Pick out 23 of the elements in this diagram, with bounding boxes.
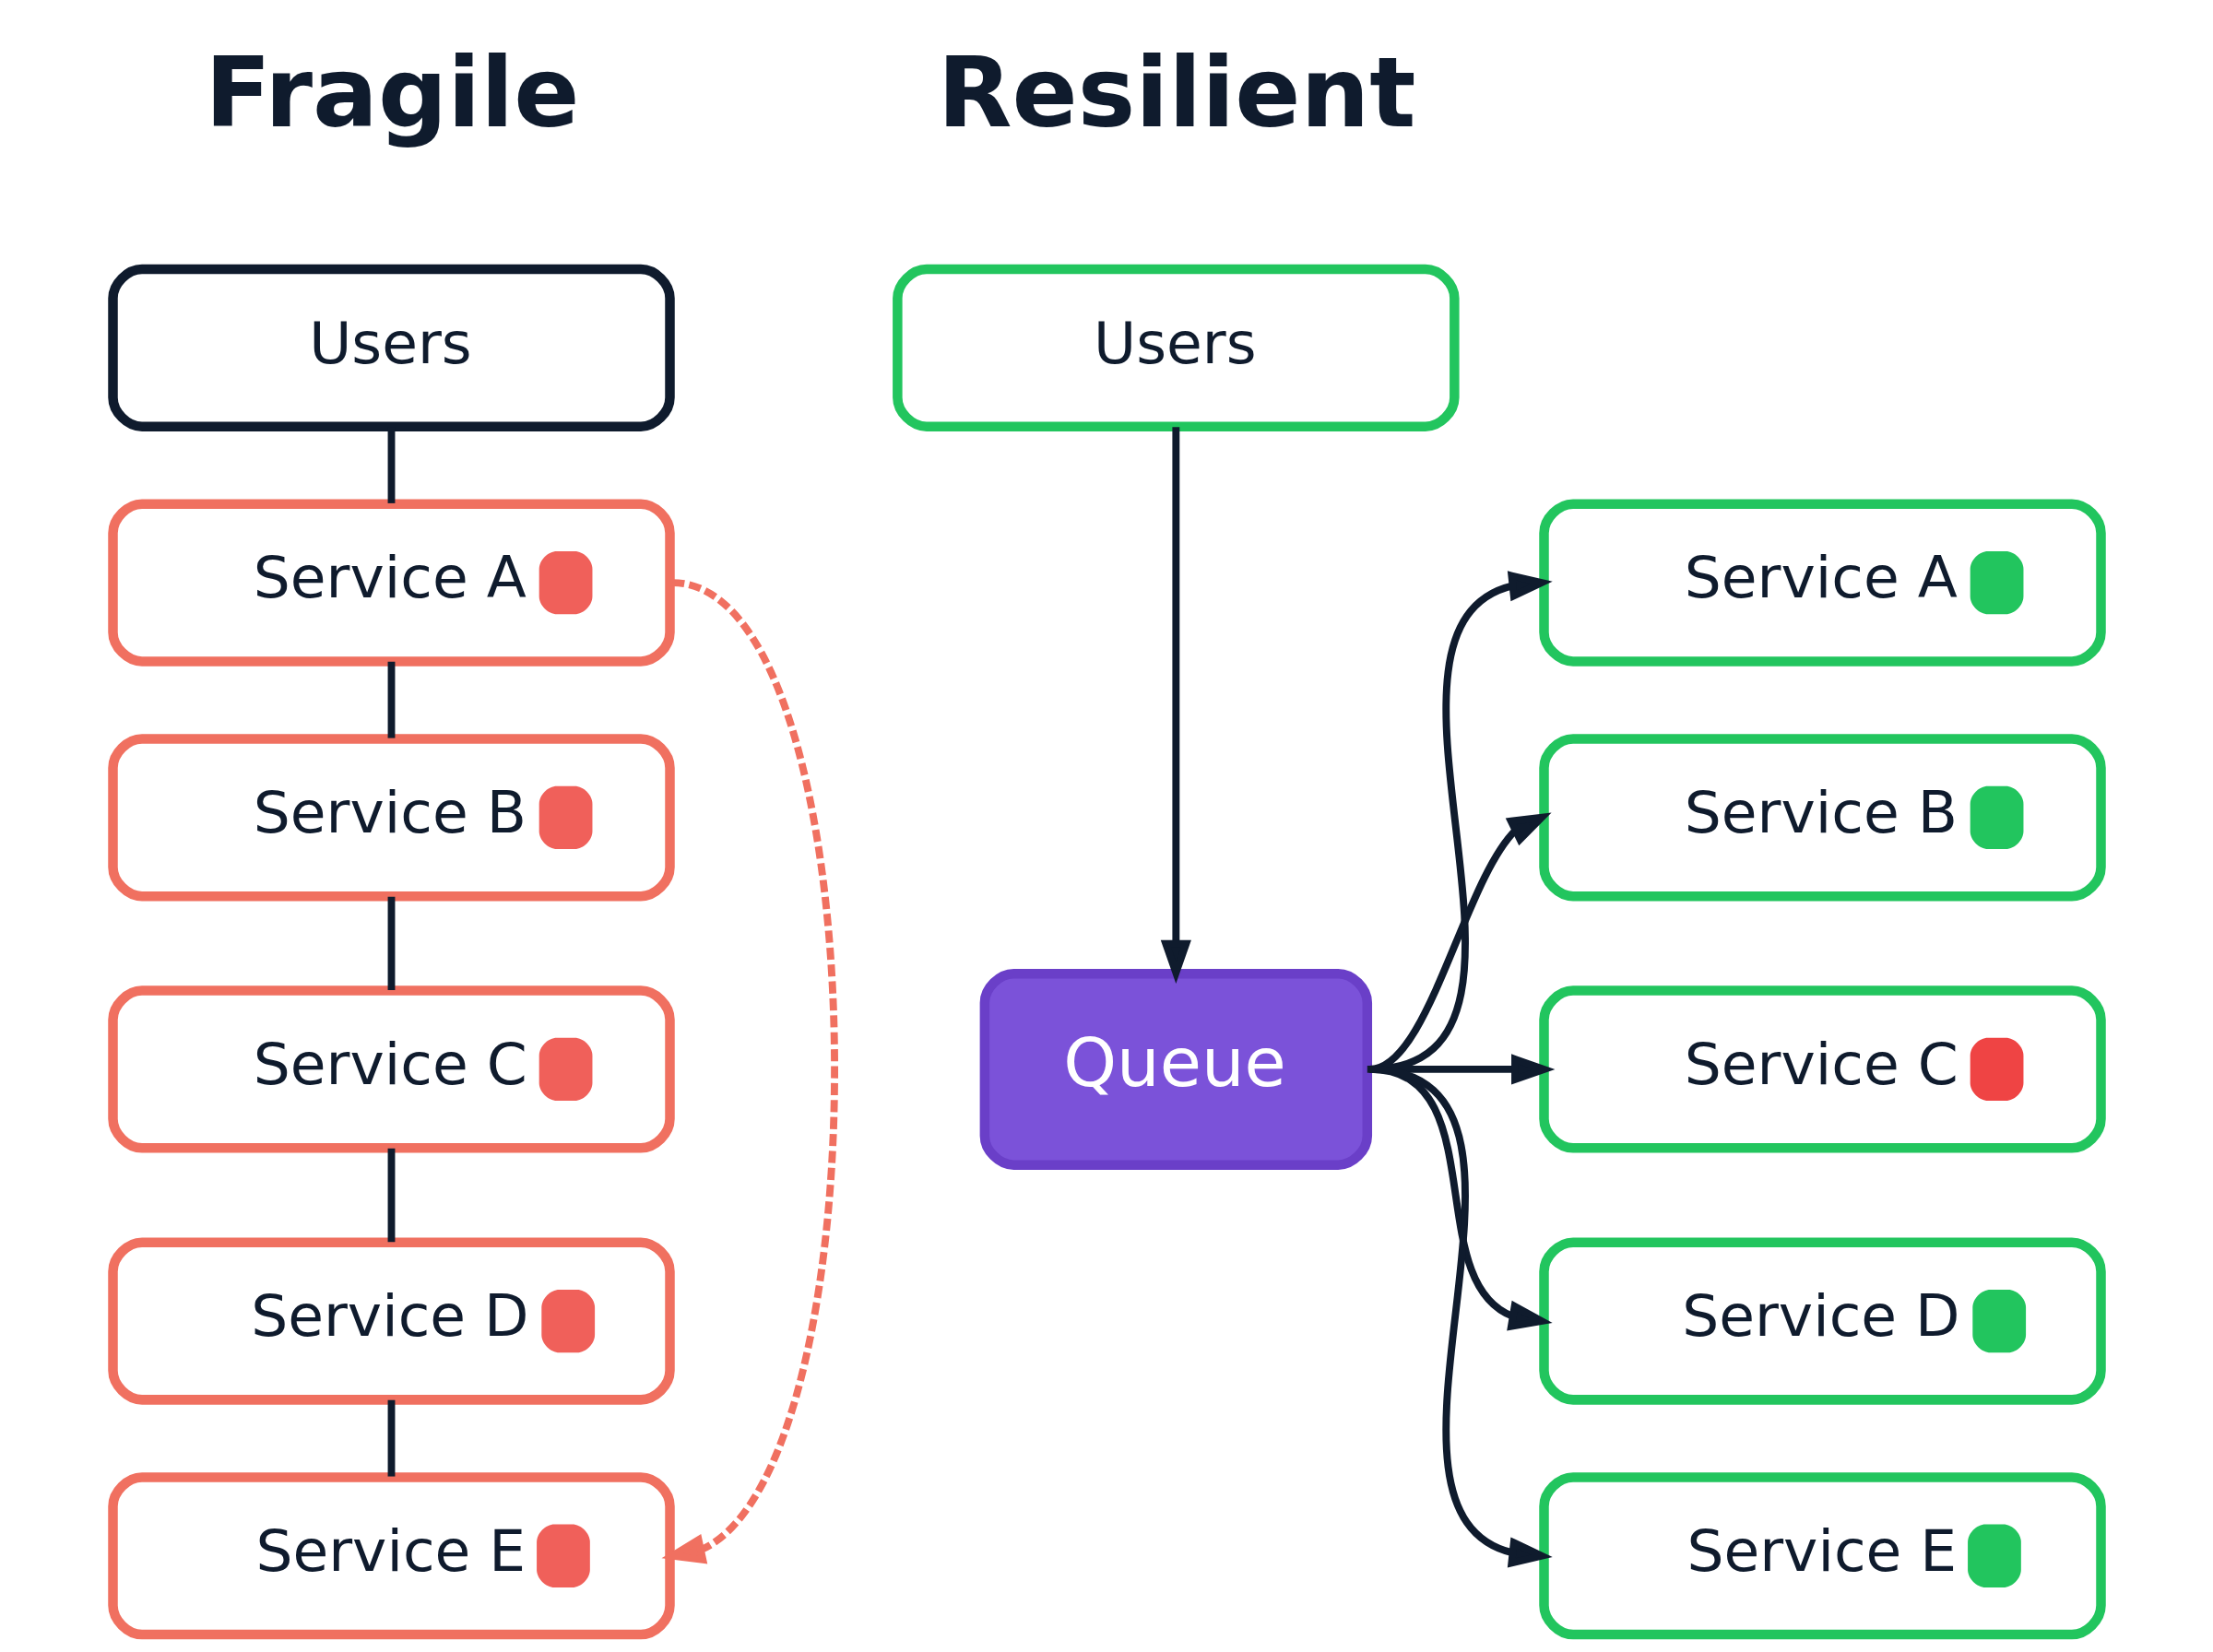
connector — [387, 661, 395, 738]
node-box: Users — [892, 264, 1460, 431]
arrow — [1367, 812, 1552, 1073]
node-box: Service C — [1538, 985, 2106, 1153]
node-box: Service B — [1538, 734, 2106, 902]
arrow — [1160, 427, 1191, 985]
node-box: Service D — [107, 1237, 675, 1405]
label: Resilient — [937, 36, 1416, 150]
node-box: Service A — [107, 499, 675, 667]
node-box: Service E — [107, 1472, 675, 1640]
node-box: Service D — [1538, 1237, 2106, 1405]
node-box: Service B — [107, 734, 675, 902]
arrow — [660, 579, 838, 1564]
node-box: Service C — [107, 985, 675, 1153]
connector — [387, 896, 395, 991]
connector — [387, 1399, 395, 1477]
node-box: Service A — [1538, 499, 2106, 667]
node-box: Queue — [979, 968, 1372, 1170]
arrow — [1367, 1054, 1555, 1085]
label: Fragile — [204, 36, 579, 150]
connector — [387, 1148, 395, 1243]
node-box: Users — [107, 264, 675, 431]
node-box: Service E — [1538, 1472, 2106, 1640]
